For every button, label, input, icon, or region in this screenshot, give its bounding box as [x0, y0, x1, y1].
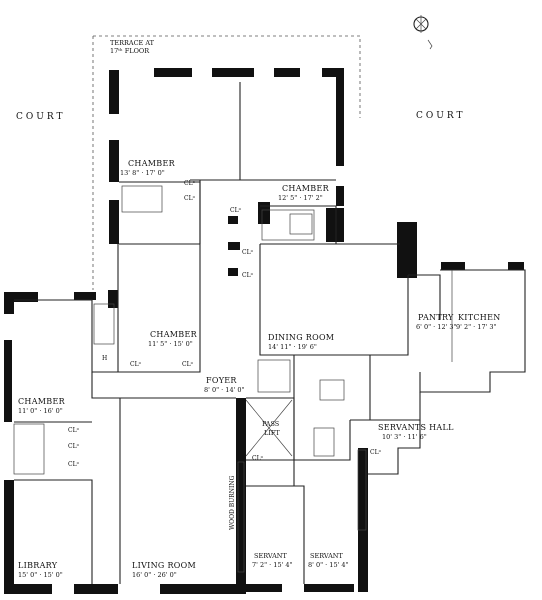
room-dims: LIFT — [264, 429, 280, 437]
closet-label: CLᵒ — [252, 455, 264, 462]
room-dims: 7' 2" · 15' 4" — [252, 561, 293, 569]
room-dims: 10' 3" · 11' 6" — [382, 433, 427, 441]
room-name: PANTRY — [418, 313, 454, 322]
closet-label: CLᵒ — [370, 449, 382, 456]
closet-label: CLᵒ — [184, 195, 196, 202]
closet-label: CLᵒ — [242, 249, 254, 256]
room-dims: 13' 8" · 17' 0" — [120, 169, 165, 177]
interior-walls — [14, 82, 526, 584]
room-dims: 8' 0" · 14' 0" — [204, 386, 245, 394]
room-name: SERVANT — [254, 552, 287, 560]
room-name: SERVANTS HALL — [378, 423, 454, 432]
closet-label: CLᵒ — [68, 443, 80, 450]
room-name: CHAMBER — [150, 330, 198, 339]
room-name: LIBRARY — [18, 561, 58, 570]
terrace-label-1: TERRACE AT — [110, 39, 155, 47]
closet-label: CLᵒ — [230, 207, 242, 214]
terrace-label-2: 17ᵗʰ FLOOR — [110, 47, 150, 55]
room-dims: 16' 0" · 26' 0" — [132, 571, 177, 579]
room-name: CHAMBER — [282, 184, 330, 193]
room-name: KITCHEN — [458, 313, 501, 322]
bath-fixtures — [13, 185, 345, 475]
room-dims: 15' 0" · 15' 0" — [18, 571, 63, 579]
room-dims: 12' 5" · 17' 2" — [278, 194, 323, 202]
room-dims: 11' 0" · 16' 0" — [18, 407, 63, 415]
room-name: CHAMBER — [128, 159, 176, 168]
closet-label: CLᵒ — [68, 461, 80, 468]
room-dims: 6' 0" · 12' 3" — [416, 323, 457, 331]
closet-label: CLᵒ — [182, 361, 194, 368]
closet-label: CLᵒ — [68, 427, 80, 434]
room-name: SERVANT — [310, 552, 343, 560]
room-name: DINING ROOM — [268, 333, 334, 342]
outer-walls — [4, 68, 524, 594]
compass-icon — [413, 15, 433, 50]
fireplace — [237, 449, 367, 573]
room-name: FOYER — [206, 376, 237, 385]
room-dims: 11' 5" · 15' 0" — [148, 340, 193, 348]
wood-burning-label: WOOD BURNING — [229, 475, 236, 530]
room-name: PASS — [262, 420, 279, 428]
room-dims: 14' 11" · 19' 6" — [268, 343, 317, 351]
closet-label: CLᵒ — [130, 361, 142, 368]
room-name: LIVING ROOM — [132, 561, 196, 570]
court-right-label: COURT — [416, 111, 465, 121]
small-h-label: H — [102, 355, 107, 362]
closet-label: CLᵒ — [184, 180, 196, 187]
terrace-outline — [92, 35, 361, 290]
room-dims: 8' 0" · 15' 4" — [308, 561, 349, 569]
room-name: CHAMBER — [18, 397, 66, 406]
court-left-label: COURT — [16, 112, 65, 122]
room-dims: 9' 2" · 17' 3" — [456, 323, 497, 331]
closet-label: CLᵒ — [242, 272, 254, 279]
